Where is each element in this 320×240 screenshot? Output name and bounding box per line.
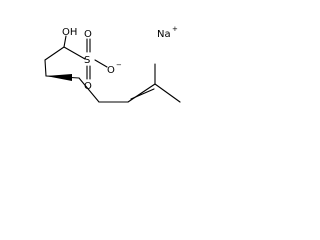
- bond-c7-methyl-right: [154, 83, 181, 103]
- bond-c1-oh: [63, 35, 67, 48]
- sodium-label: Na: [157, 29, 171, 40]
- bond-c6-c7-second: [130, 88, 155, 100]
- hydroxyl-label: OH: [62, 27, 77, 38]
- bond-c6-c7: [127, 83, 156, 103]
- bond-c1-c2: [44, 46, 65, 61]
- bond-c1-s: [63, 46, 86, 60]
- oxygen-top-label: O: [84, 29, 92, 40]
- sodium-charge: +: [172, 25, 178, 33]
- chemical-structure: OH S O O O − Na +: [44, 25, 181, 103]
- bond-c4-c5: [78, 77, 100, 103]
- bond-c2-c3: [44, 59, 47, 77]
- atom-labels: OH S O O O − Na +: [62, 25, 178, 92]
- oxygen-bottom-label: O: [84, 81, 92, 92]
- bond-s-o-right: [94, 59, 108, 68]
- oxygen-right-charge: −: [116, 61, 122, 69]
- stereo-wedge: [46, 74, 72, 81]
- sulfur-label: S: [84, 55, 90, 66]
- oxygen-right-label: O: [107, 65, 115, 76]
